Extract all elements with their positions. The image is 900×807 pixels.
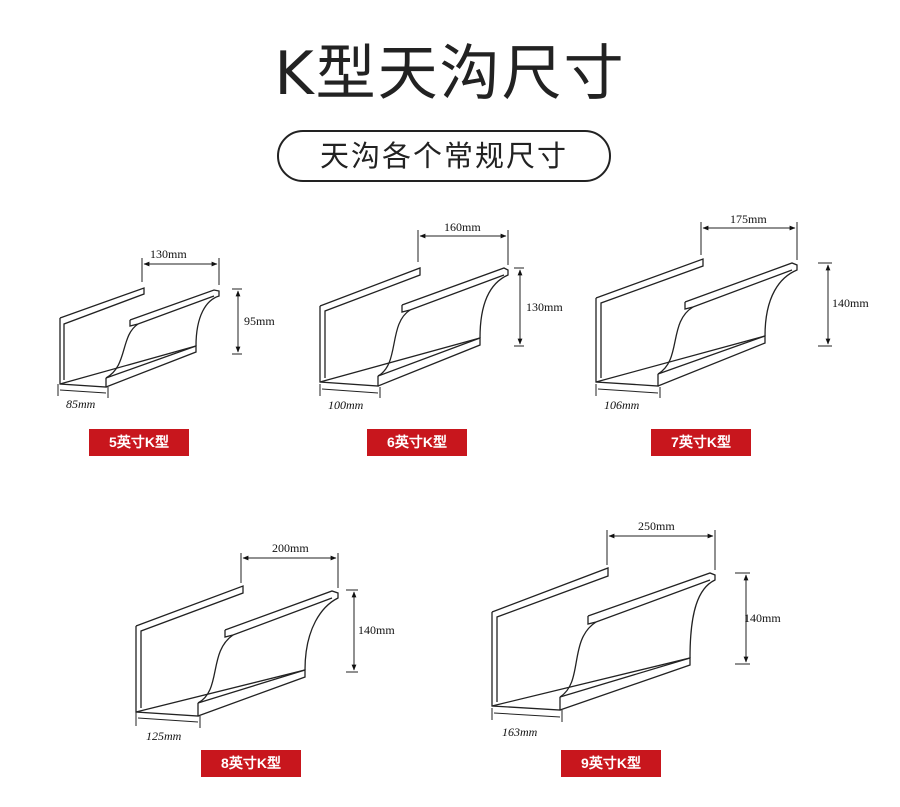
base-dimension-9in: 163mm — [502, 725, 538, 739]
base-dimension-5in: 85mm — [66, 397, 96, 411]
width-dimension-7in: 175mm — [730, 212, 767, 226]
gutter-diagram-6in — [319, 230, 524, 398]
width-dimension-6in: 160mm — [444, 220, 481, 234]
base-dimension-8in: 125mm — [146, 729, 182, 743]
gutter-label-7in: 7英寸K型 — [651, 429, 751, 456]
gutter-label-5in: 5英寸K型 — [89, 429, 189, 456]
gutter-diagram-9in — [491, 530, 750, 722]
height-dimension-9in: 140mm — [744, 611, 781, 625]
height-dimension-7in: 140mm — [832, 296, 869, 310]
height-dimension-8in: 140mm — [358, 623, 395, 637]
gutter-diagram-5in — [57, 258, 242, 398]
height-dimension-5in: 95mm — [244, 314, 275, 328]
gutter-diagram-7in — [595, 222, 832, 398]
gutter-diagram-8in — [135, 553, 358, 728]
base-dimension-6in: 100mm — [328, 398, 364, 412]
page-title: K型天沟尺寸 — [274, 39, 626, 109]
gutter-label-6in: 6英寸K型 — [367, 429, 467, 456]
base-dimension-7in: 106mm — [604, 398, 640, 412]
width-dimension-5in: 130mm — [150, 247, 187, 261]
width-dimension-9in: 250mm — [638, 519, 675, 533]
page-subtitle-pill: 天沟各个常规尺寸 — [277, 130, 611, 182]
height-dimension-6in: 130mm — [526, 300, 563, 314]
gutter-label-9in: 9英寸K型 — [561, 750, 661, 777]
gutter-label-8in: 8英寸K型 — [201, 750, 301, 777]
width-dimension-8in: 200mm — [272, 541, 309, 555]
